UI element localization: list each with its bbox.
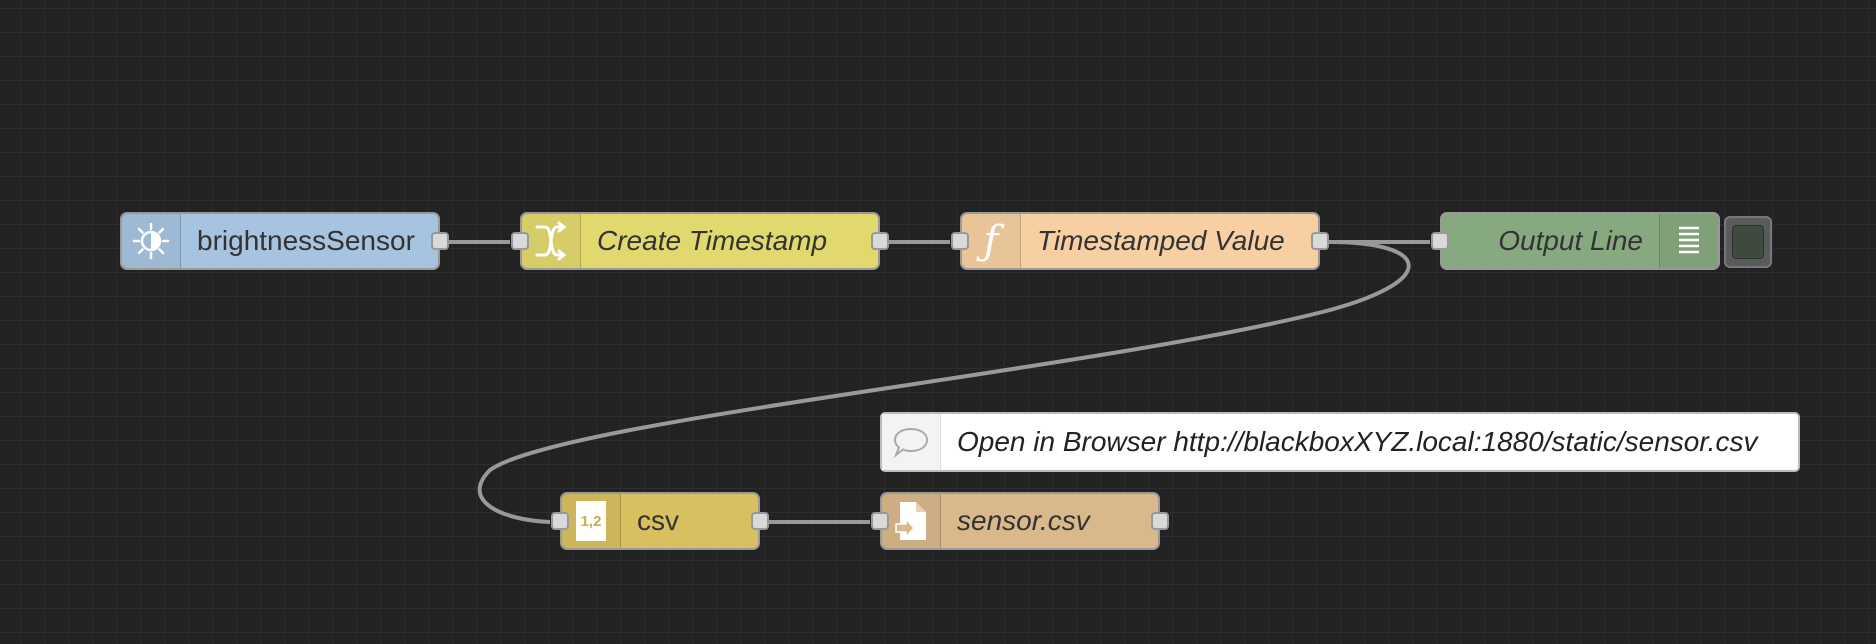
wire-value-to-csv[interactable]	[477, 240, 1411, 524]
input-port[interactable]	[551, 512, 569, 530]
comment-node[interactable]: Open in Browser http://blackboxXYZ.local…	[880, 412, 1800, 472]
output-port[interactable]	[1151, 512, 1169, 530]
list-icon	[1659, 214, 1718, 268]
node-label: csv	[637, 505, 679, 536]
brightness-icon	[122, 214, 181, 268]
output-port[interactable]	[871, 232, 889, 250]
output-port[interactable]	[1311, 232, 1329, 250]
debug-toggle-button[interactable]	[1724, 216, 1772, 268]
input-port[interactable]	[1431, 232, 1449, 250]
output-port[interactable]	[431, 232, 449, 250]
node-create-timestamp[interactable]: Create Timestamp	[511, 212, 889, 270]
debug-toggle-indicator	[1732, 225, 1764, 259]
input-port[interactable]	[511, 232, 529, 250]
node-output-line[interactable]: Output Line	[1431, 212, 1720, 270]
input-port[interactable]	[951, 232, 969, 250]
node-sensor-csv[interactable]: sensor.csv	[871, 492, 1169, 550]
speech-bubble-icon	[882, 414, 941, 470]
shuffle-icon	[522, 214, 581, 268]
node-label: Output Line	[1498, 225, 1643, 256]
node-label: sensor.csv	[957, 505, 1090, 536]
node-label: Timestamped Value	[1037, 225, 1285, 256]
node-csv[interactable]: 1,2 csv	[551, 492, 769, 550]
node-label: Create Timestamp	[597, 225, 828, 256]
output-port[interactable]	[751, 512, 769, 530]
file-out-icon	[882, 494, 941, 548]
node-brightness-sensor[interactable]: brightnessSensor	[120, 212, 449, 270]
csv-icon: 1,2	[562, 494, 621, 548]
csv-icon-text: 1,2	[580, 512, 602, 530]
node-timestamped-value[interactable]: ƒ Timestamped Value	[951, 212, 1329, 270]
input-port[interactable]	[871, 512, 889, 530]
function-icon: ƒ	[962, 214, 1021, 268]
node-label: brightnessSensor	[197, 225, 415, 256]
comment-text: Open in Browser http://blackboxXYZ.local…	[957, 426, 1758, 457]
